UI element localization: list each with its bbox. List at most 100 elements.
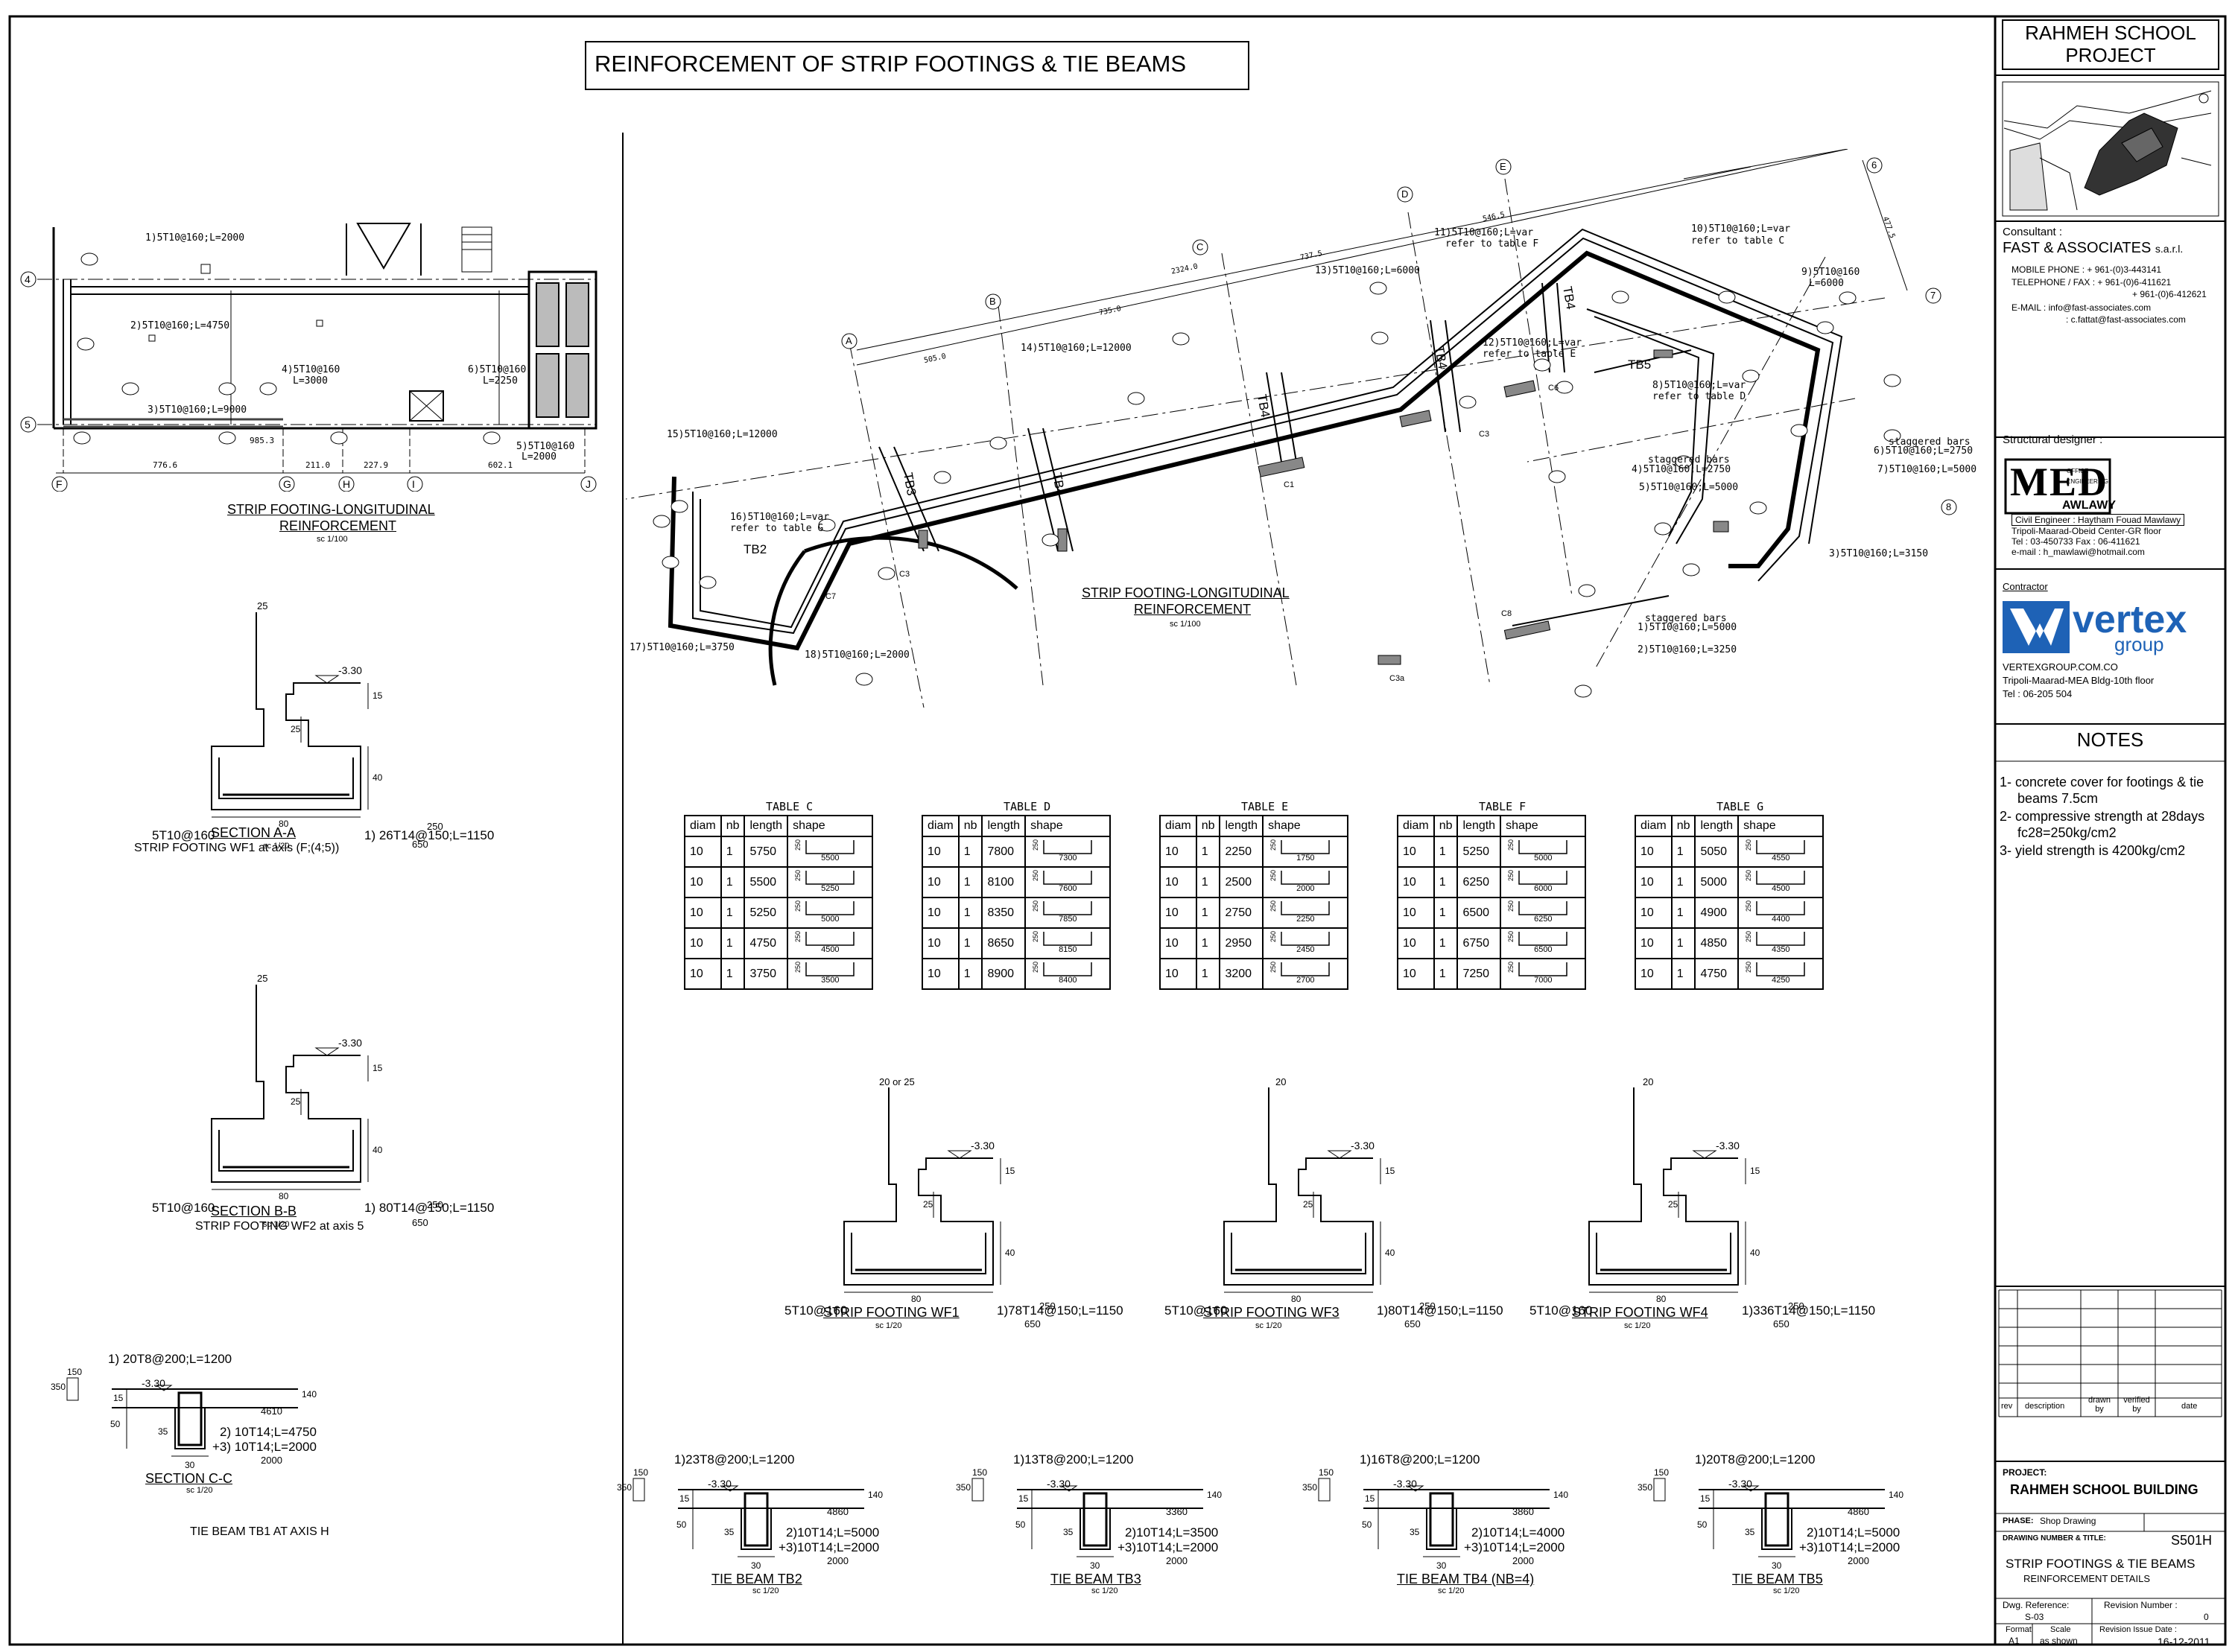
table-header-cell: diam [1397, 815, 1435, 837]
shape-length-label: 7850 [1059, 915, 1077, 924]
project-value: RAHMEH SCHOOL BUILDING [2010, 1482, 2198, 1497]
table-cell: 2750 [1219, 897, 1264, 929]
shape-length-label: 4400 [1772, 915, 1790, 924]
shape-length-label: 2700 [1296, 976, 1315, 985]
table-cell: 1 [957, 836, 983, 868]
table-cell: 8100 [981, 866, 1027, 898]
table-cell: 10 [922, 927, 960, 959]
tb-title: TIE BEAM TB4 (NB=4) [1397, 1572, 1535, 1586]
tb-title: TIE BEAM TB3 [1050, 1572, 1141, 1586]
scale-value: as shown [2040, 1636, 2078, 1646]
tb-dim-50: 50 [1697, 1519, 1708, 1530]
tb-dim-150: 150 [972, 1467, 988, 1478]
table-header-cell: shape [1262, 815, 1349, 837]
table-header-cell: diam [684, 815, 722, 837]
shape-length-label: 6500 [1534, 945, 1553, 954]
shape-length-label: 4350 [1772, 945, 1790, 954]
right-axis-E: E [1500, 161, 1506, 172]
tb-dim-15: 15 [113, 1393, 124, 1403]
table-header-cell: nb [1433, 815, 1459, 837]
left-callout: 5T10@160 [1164, 1303, 1228, 1318]
section-outline [1426, 1508, 1457, 1550]
left-label-3: 3)5T10@160;L=9000 [148, 404, 247, 416]
table-cell: 1 [1195, 836, 1221, 868]
left-axis-J: J [586, 478, 591, 490]
consultant-name: FAST & ASSOCIATES s.a.r.l. [2003, 240, 2183, 257]
section-outline [1318, 1478, 1331, 1502]
section-outline [1080, 1508, 1111, 1550]
table-header-cell: diam [1159, 815, 1197, 837]
tb-dim-35: 35 [1063, 1527, 1074, 1537]
tb-level: -3.30 [1393, 1478, 1417, 1490]
left-label-4: 4)5T10@160 [282, 364, 340, 375]
tb-label-1: 1)23T8@200;L=1200 [674, 1452, 795, 1467]
consultant-telephone2: + 961-(0)6-412621 [2132, 289, 2207, 299]
shape-length-label: 3500 [821, 976, 840, 985]
consultant-email2: : c.fattat@fast-associates.com [2066, 314, 2186, 325]
tb-dim-140: 140 [1553, 1490, 1569, 1500]
table-cell: 10 [1159, 958, 1197, 990]
tb-dim-1: 4860 [1848, 1506, 1869, 1517]
tb-dim-15: 15 [1365, 1493, 1375, 1504]
table-header-cell: shape [1024, 815, 1112, 837]
dim-650: 650 [412, 839, 428, 850]
section-outline [947, 1150, 972, 1159]
section-drawings [66, 612, 1885, 1557]
table-cell: 5000 [1694, 866, 1740, 898]
med-logo-sub2: ENGINEERING [2067, 478, 2109, 485]
level-mark: -3.30 [971, 1140, 995, 1151]
shape-length-label: 8150 [1059, 945, 1077, 954]
tb-dim-30: 30 [1436, 1560, 1447, 1571]
left-axis-G: G [283, 478, 291, 490]
tb-title: TIE BEAM TB5 [1732, 1572, 1823, 1586]
table-caption: TABLE F [1479, 800, 1527, 813]
table-cell: 4750 [1694, 958, 1740, 990]
section-scale: sc 1/20 [1624, 1321, 1651, 1330]
table-cell: 1 [957, 897, 983, 929]
table-cell: 1 [1195, 897, 1221, 929]
section-outline [314, 675, 340, 684]
dim-250: 250 [1039, 1300, 1056, 1312]
left-axis-I: I [412, 478, 415, 490]
project-name: RAHMEH SCHOOL PROJECT [2025, 22, 2196, 66]
dim-40: 40 [1385, 1248, 1395, 1258]
table-cell: 3750 [744, 958, 789, 990]
left-plan-scale: sc 1/100 [317, 535, 348, 544]
table-cell: 10 [1397, 927, 1435, 959]
section-scale: sc 1/20 [263, 1220, 290, 1229]
table-cell: 10 [922, 897, 960, 929]
table-cell: 1 [1670, 958, 1696, 990]
tb-dim-30: 30 [185, 1460, 195, 1470]
table-cell: 5250 [744, 897, 789, 929]
table-caption: TABLE C [766, 800, 814, 813]
dim-20-wf3: 20 [1275, 1076, 1287, 1087]
left-label-6: 6)5T10@160 [468, 364, 527, 375]
section-outline [744, 1492, 769, 1547]
right-callout: 1) 26T14@150;L=1150 [364, 828, 495, 842]
section-outline [1060, 1485, 1078, 1492]
right-beam-tb2: TB2 [744, 542, 767, 556]
tb-dim-1: 4860 [827, 1506, 849, 1517]
left-dim-4: 602.1 [488, 460, 513, 470]
table-cell: 10 [1159, 866, 1197, 898]
consultant-suffix: s.a.r.l. [2155, 243, 2184, 255]
section-outline [1596, 1233, 1731, 1274]
section-outline [155, 1385, 173, 1391]
section-outline [1231, 1233, 1366, 1274]
table-cell: 1 [1433, 866, 1459, 898]
